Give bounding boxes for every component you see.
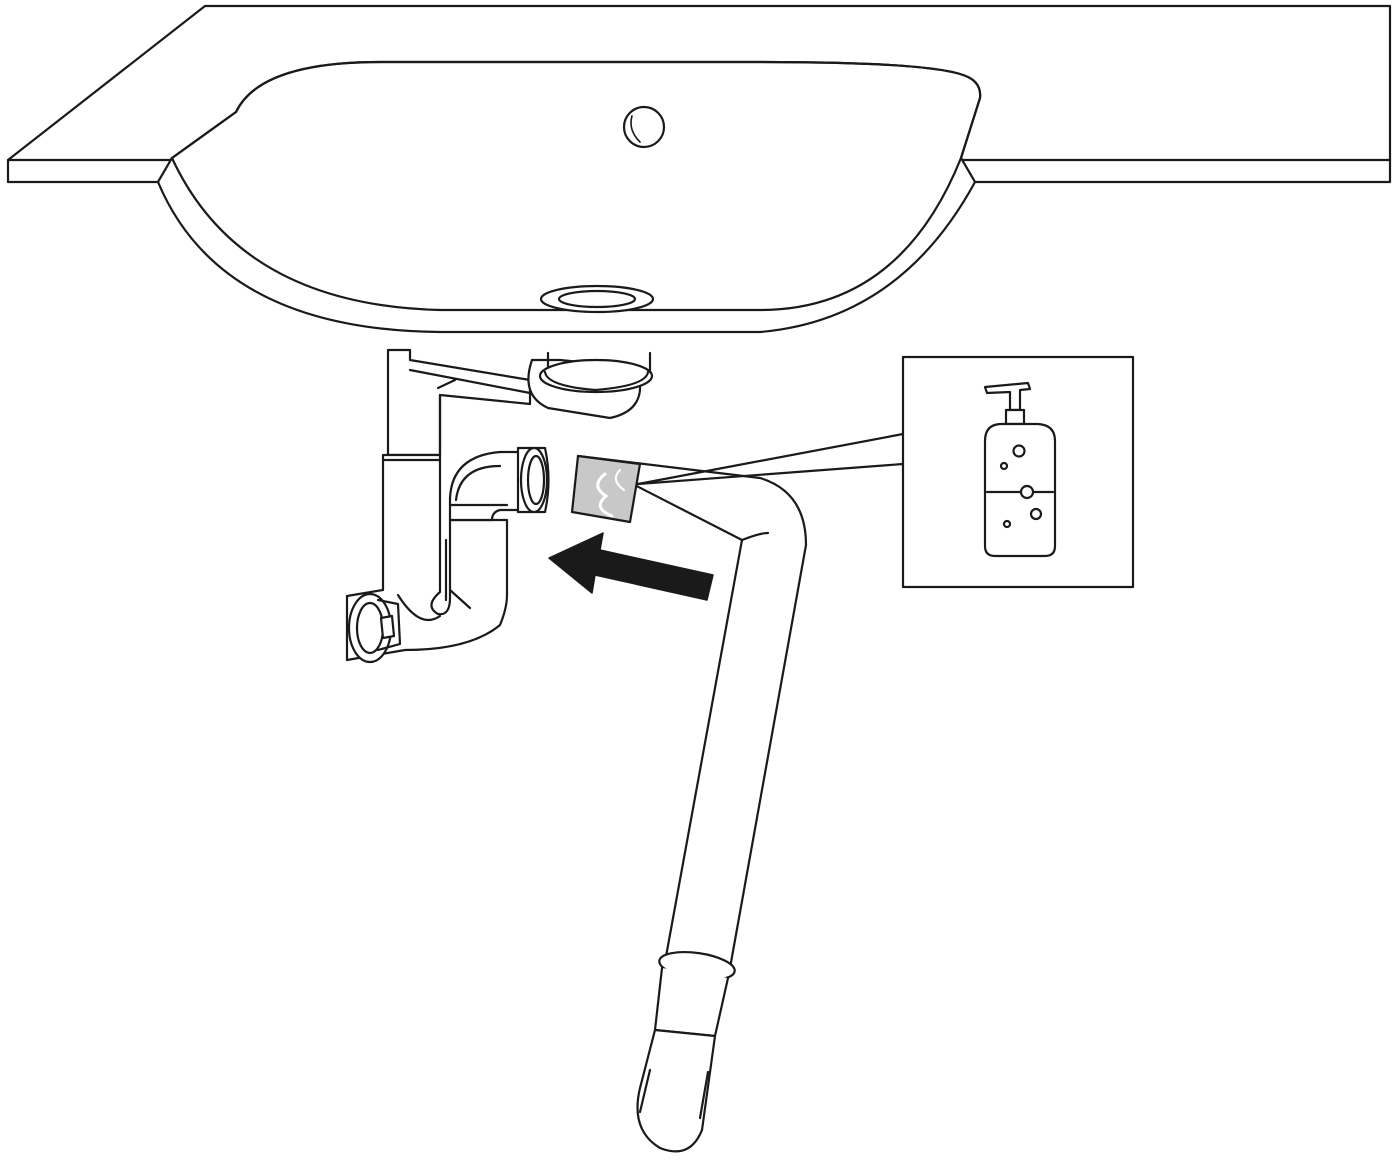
- drain-hose: [570, 454, 808, 1153]
- overflow-pipe: [386, 348, 532, 457]
- overflow-hole-icon: [622, 105, 666, 149]
- sink-basin: [156, 60, 982, 334]
- lubricant-bottle-icon: [983, 381, 1057, 558]
- callout-leader-lines: [636, 432, 905, 486]
- drain-trap: [345, 446, 550, 664]
- countertop: [6, 4, 1392, 184]
- drain-hole-icon: [539, 284, 655, 314]
- drain-body: [527, 351, 654, 420]
- push-direction-arrow-icon: [548, 532, 714, 601]
